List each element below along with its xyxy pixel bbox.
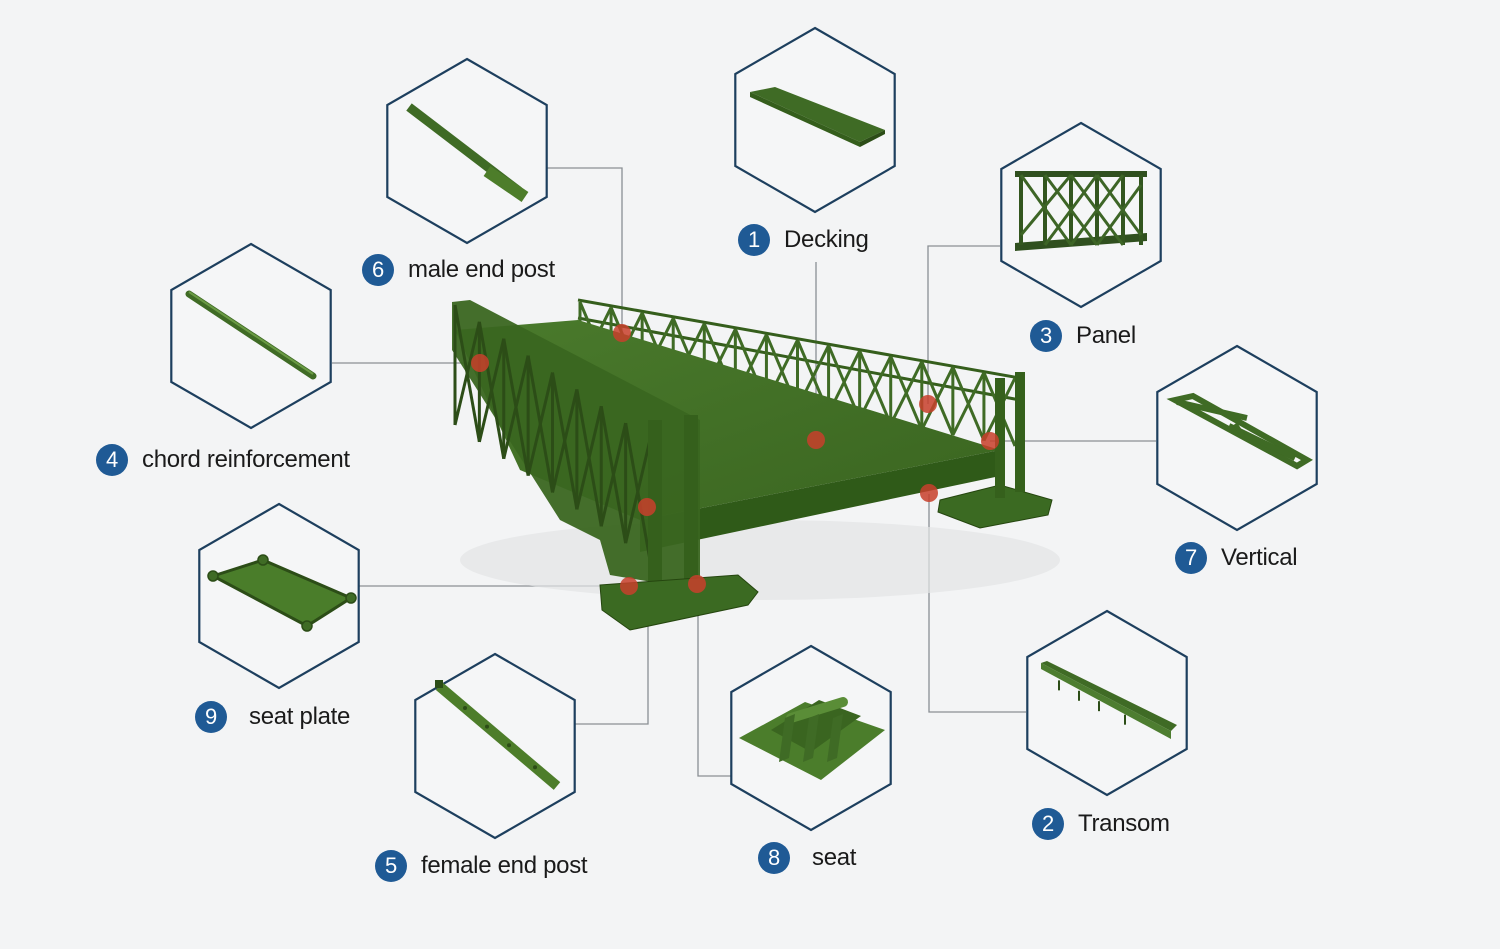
truss-brace	[599, 422, 628, 527]
chord-bar-icon	[185, 290, 317, 380]
name-female-end-post: female end post	[421, 852, 588, 879]
badge-1: 1	[738, 224, 770, 256]
connector-panel	[927, 245, 1000, 404]
marker-chord-reinforcement	[471, 354, 489, 372]
label-seat: 8 seat	[758, 842, 856, 874]
name-chord-reinforcement: chord reinforcement	[142, 446, 350, 473]
label-chord-reinforcement: 4 chord reinforcement	[96, 444, 350, 476]
name-seat: seat	[812, 844, 857, 871]
truss-brace	[502, 355, 530, 460]
name-vertical: Vertical	[1221, 544, 1298, 571]
end-vertical-right	[995, 378, 1005, 498]
left-seat-plate	[599, 574, 759, 631]
hexagon-panel	[1000, 121, 1162, 309]
deck-edge	[640, 450, 1000, 552]
hexagon-male-end-post	[386, 57, 548, 245]
truss-brace	[453, 321, 481, 426]
decking-plate-icon	[750, 87, 885, 147]
hexagon-female-end-post	[414, 652, 576, 840]
badge-6: 6	[362, 254, 394, 286]
badge-3: 3	[1030, 320, 1062, 352]
near-truss-lattice	[453, 304, 652, 561]
label-male-end-post: 6 male end post	[362, 254, 555, 286]
connector-female-end-post	[575, 590, 649, 725]
name-transom: Transom	[1078, 810, 1170, 837]
marker-panel	[919, 395, 937, 413]
bracing-frame-icon	[1166, 392, 1313, 470]
marker-decking	[807, 431, 825, 449]
name-seat-plate: seat plate	[249, 703, 351, 730]
hexagon-vertical	[1156, 344, 1318, 532]
transom-beam-icon	[1041, 661, 1177, 739]
hexagon-transom	[1026, 609, 1188, 797]
male-post-icon	[406, 103, 529, 202]
name-male-end-post: male end post	[408, 256, 555, 283]
badge-4: 4	[96, 444, 128, 476]
badge-5: 5	[375, 850, 407, 882]
truss-brace	[575, 405, 603, 510]
truss-panel-icon	[1015, 171, 1147, 251]
female-post-icon	[435, 680, 561, 790]
name-panel: Panel	[1076, 322, 1136, 349]
label-panel: 3 Panel	[1030, 320, 1136, 352]
badge-8: 8	[758, 842, 790, 874]
truss-brace	[624, 439, 652, 544]
badge-9: 9	[195, 701, 227, 733]
truss-brace	[951, 371, 986, 436]
label-decking: 1 Decking	[738, 224, 869, 256]
hexagon-chord-reinforcement	[170, 242, 332, 430]
label-vertical: 7 Vertical	[1175, 542, 1298, 574]
truss-brace	[526, 372, 554, 476]
bearing-seat-icon	[739, 697, 885, 780]
marker-transom	[920, 484, 938, 502]
marker-vertical	[981, 432, 999, 450]
truss-brace	[477, 338, 506, 443]
connector-seat	[697, 585, 731, 777]
truss-brace	[920, 366, 955, 431]
end-post-right	[684, 415, 698, 595]
badge-2: 2	[1032, 808, 1064, 840]
name-decking: Decking	[784, 226, 869, 253]
marker-seat-plate	[620, 577, 638, 595]
connector-male-end-post	[547, 167, 623, 332]
label-female-end-post: 5 female end post	[375, 850, 588, 882]
badge-7: 7	[1175, 542, 1207, 574]
label-transom: 2 Transom	[1032, 808, 1170, 840]
marker-seat	[688, 575, 706, 593]
truss-brace	[551, 389, 579, 493]
hexagon-seat	[730, 644, 892, 832]
marker-male-end-post	[613, 324, 631, 342]
marker-female-end-post	[638, 498, 656, 516]
truss-brace	[889, 361, 924, 425]
hexagon-seat-plate	[198, 502, 360, 690]
label-seat-plate: 9 seat plate	[195, 701, 350, 733]
hexagon-decking	[734, 26, 896, 214]
marker-points	[471, 324, 999, 595]
base-plate-icon	[207, 554, 357, 632]
